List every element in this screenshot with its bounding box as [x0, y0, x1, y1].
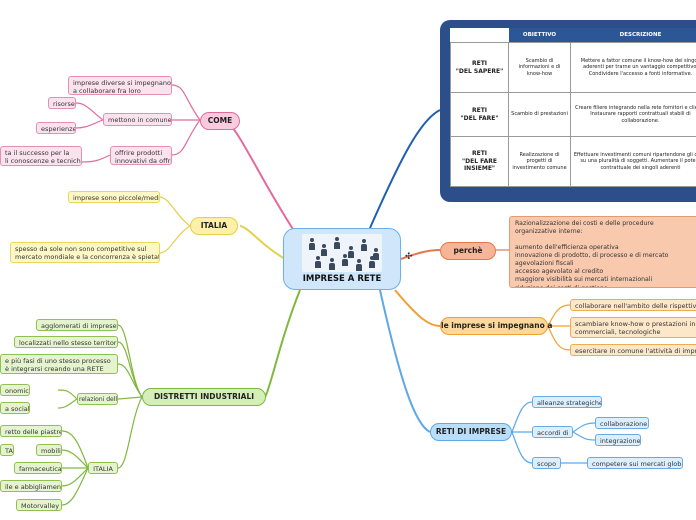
distretti-rete-node[interactable]: e più fasi di uno stesso processo è inte…: [0, 354, 118, 374]
reti-integrazione-node[interactable]: integrazione: [595, 434, 641, 446]
relazioni-sociale-node[interactable]: a sociale: [0, 402, 30, 414]
come-success-node[interactable]: ta il successo per la li conoscenze e te…: [0, 146, 82, 166]
come-collaborate-node[interactable]: imprese diverse si impegnano a collabora…: [68, 76, 172, 95]
reti-competere-node[interactable]: competere sui mercati globali: [587, 457, 683, 469]
topic-distretti-industriali[interactable]: DISTRETTI INDUSTRIALI: [142, 388, 266, 406]
table-row-obiettivo: Scambio di prestazioni: [508, 92, 571, 137]
reti-types-table: OBIETTIVO DESCRIZIONE RETI "DEL SAPERE" …: [450, 28, 696, 187]
come-products-node[interactable]: offrire prodotti innovativi da offrire: [110, 146, 172, 165]
italia-competition-node[interactable]: spesso da sole non sono competitive sul …: [10, 242, 160, 263]
table-row-name: RETI "DEL FARE": [450, 92, 509, 137]
distretti-italia-node[interactable]: ITALIA: [88, 462, 118, 474]
table-row-name: RETI "DEL FARE INSIEME": [450, 136, 509, 187]
central-topic[interactable]: IMPRESE A RETE: [283, 228, 401, 290]
italia-motorvalley-node[interactable]: Motorvalley: [16, 499, 62, 511]
italia-farmaceutica-node[interactable]: farmaceutica: [14, 462, 62, 474]
come-experience-node[interactable]: esperienze: [36, 122, 76, 134]
italia-piastrelle-node[interactable]: retto delle piastrelle: [0, 425, 62, 437]
italia-abbigliamento-node[interactable]: ile e abbigliamento: [0, 480, 62, 492]
distretti-relazioni-node[interactable]: relazioni della rete: [77, 393, 118, 405]
impegnano-scambiare-node[interactable]: scambiare know-how o prestazioni industr…: [570, 317, 696, 338]
reti-alleanze-node[interactable]: alleanze strategiche: [532, 396, 602, 408]
reti-scopo-node[interactable]: scopo: [532, 457, 561, 469]
table-header-empty: [450, 28, 509, 43]
table-row-descrizione: Effettuare investimenti comuni ripartend…: [570, 136, 696, 187]
topic-come[interactable]: COME: [200, 112, 240, 130]
reti-accordi-node[interactable]: accordi di: [532, 426, 573, 438]
table-row-name: RETI "DEL SAPERE": [450, 42, 509, 93]
italia-ta-node[interactable]: TA: [0, 444, 14, 456]
impegnano-collaborare-node[interactable]: collaborare nell'ambito delle rispettive…: [570, 299, 696, 311]
perche-reasons-node[interactable]: Razionalizzazione dei costi e delle proc…: [509, 216, 696, 288]
reti-collaborazione-node[interactable]: collaborazione: [595, 417, 649, 429]
table-header-descrizione: DESCRIZIONE: [570, 28, 696, 43]
breadcrumb-link-icon[interactable]: ✣: [405, 252, 413, 262]
distretti-agglomerati-node[interactable]: agglomerati di imprese: [36, 319, 118, 331]
come-shared-node[interactable]: mettono in comune: [103, 113, 172, 126]
italia-mobili-node[interactable]: mobili: [36, 444, 62, 456]
table-row-descrizione: Creare filiere integrando nella rete for…: [570, 92, 696, 137]
central-topic-title: IMPRESE A RETE: [302, 274, 382, 284]
impegnano-esercitare-node[interactable]: esercitare in comune l'attività di impre…: [570, 344, 696, 356]
distretti-territorio-node[interactable]: localizzati nello stesso territorio: [14, 336, 118, 348]
reti-types-table-frame: OBIETTIVO DESCRIZIONE RETI "DEL SAPERE" …: [440, 20, 696, 202]
topic-reti-di-imprese[interactable]: RETI DI IMPRESE: [430, 423, 512, 441]
italia-small-firms-node[interactable]: imprese sono piccole/medie: [68, 191, 160, 203]
people-network-image: [302, 234, 382, 272]
table-row-descrizione: Mettere a fattor comune il know-how dei …: [570, 42, 696, 93]
topic-impegnano[interactable]: le imprese si impegnano a: [440, 317, 552, 335]
table-row-obiettivo: Scambio di informazioni e di know-how: [508, 42, 571, 93]
come-resources-node[interactable]: risorse: [48, 97, 76, 109]
table-row-obiettivo: Realizzazione di progetti di investiment…: [508, 136, 571, 187]
topic-perche[interactable]: perchè: [440, 242, 496, 260]
topic-italia[interactable]: ITALIA: [190, 217, 238, 235]
table-header-obiettivo: OBIETTIVO: [508, 28, 571, 43]
